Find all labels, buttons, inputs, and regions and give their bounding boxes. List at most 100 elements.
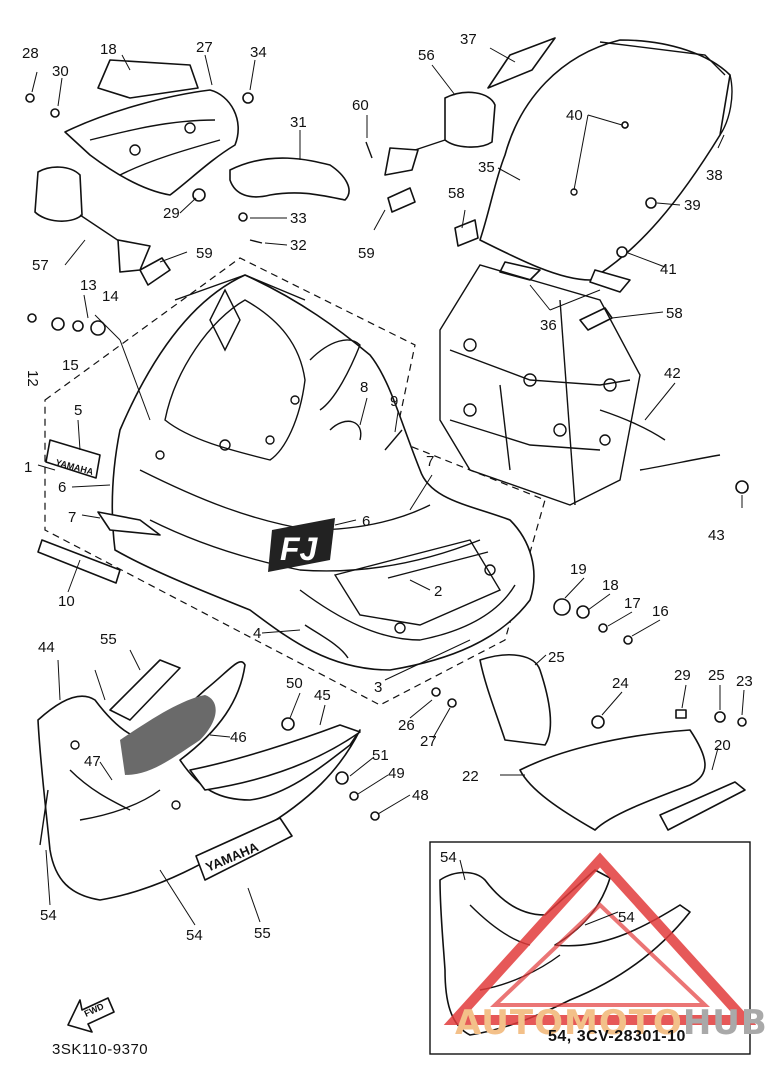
screw-9 [384, 429, 403, 451]
mirror-left [34, 166, 151, 273]
callout-13: 14 [102, 288, 119, 305]
watermark-triangle-inner [490, 902, 710, 1007]
duct-33 [229, 157, 350, 201]
panel-47 [189, 724, 361, 791]
callout-8: 8 [360, 379, 368, 396]
callout-55-top: 55 [100, 631, 117, 648]
callout-55-lower: 55 [254, 925, 271, 942]
callout-26: 26 [398, 717, 415, 734]
washer-32 [50, 108, 60, 118]
callout-56: 56 [418, 47, 435, 64]
inset-caption: 54, 3CV-28301-10 [548, 1028, 686, 1045]
nut-24 [714, 711, 726, 723]
screw-22 [737, 717, 747, 727]
callout-40: 38 [706, 167, 723, 184]
screw-42 [621, 121, 629, 129]
inner-panel-left [64, 89, 239, 196]
callout-16: 17 [624, 595, 641, 612]
screw-60 [365, 141, 373, 159]
callout-9: 9 [390, 393, 398, 410]
callout-14: 15 [62, 357, 79, 374]
strip-19 [659, 781, 746, 831]
callout-18: 19 [570, 561, 587, 578]
callout-42: 40 [566, 107, 583, 124]
callout-4: 4 [253, 625, 261, 642]
callout-6-left: 6 [58, 479, 66, 496]
callout-6-right: 6 [362, 513, 370, 530]
callout-45: 43 [708, 527, 725, 544]
callout-30: 28 [22, 45, 39, 62]
washer-35 [238, 212, 248, 222]
bracket-58-lower [579, 307, 613, 331]
callout-24: 25 [708, 667, 725, 684]
callout-19: 20 [714, 737, 731, 754]
screw-34 [249, 239, 263, 244]
trim-40 [719, 74, 733, 136]
screw-50 [370, 811, 380, 821]
callout-50: 48 [412, 787, 429, 804]
watermark-part3: HUB [682, 1003, 768, 1043]
callout-52: 50 [286, 675, 303, 692]
callout-32: 30 [52, 63, 69, 80]
sticker-39 [487, 37, 556, 89]
side-stripe [97, 511, 161, 536]
watermark: AUTOMOTOHUB [455, 1003, 775, 1043]
yamaha-decal-upper: YAMAHA [45, 439, 101, 479]
strip-38b [589, 269, 631, 293]
callout-53: 51 [372, 747, 389, 764]
callout-59-right: 59 [358, 245, 375, 262]
callout-48: 46 [230, 729, 247, 746]
callout-20: 18 [100, 41, 117, 58]
vent-cover-20 [97, 59, 199, 99]
nut-41 [645, 197, 657, 209]
screw-26 [431, 687, 441, 697]
callout-36: 34 [250, 44, 267, 61]
callout-46: 44 [38, 639, 55, 656]
watermark-triangle [443, 852, 757, 1025]
screw-11 [27, 313, 37, 323]
callout-23: 24 [612, 675, 629, 692]
leader-lines [31, 47, 745, 926]
callout-33: 31 [290, 114, 307, 131]
callout-59-left: 59 [196, 245, 213, 262]
nut-13 [90, 320, 106, 336]
callout-57: 57 [32, 257, 49, 274]
bracket-4 [304, 624, 349, 659]
callout-58-lower: 58 [666, 305, 683, 322]
callout-34: 32 [290, 237, 307, 254]
callout-27: 27 [420, 733, 437, 750]
callout-54-center: 54 [186, 927, 203, 944]
callout-51: 49 [388, 765, 405, 782]
upper-fairing [111, 274, 535, 671]
callout-7-left: 7 [68, 509, 76, 526]
washer-43 [616, 246, 628, 258]
callout-21: 22 [462, 768, 479, 785]
callout-22: 23 [736, 673, 753, 690]
side-cover-21 [519, 729, 706, 831]
callout-41: 39 [684, 197, 701, 214]
hook-8 [329, 420, 362, 441]
callout-37: 35 [478, 159, 495, 176]
grommet-53 [335, 771, 349, 785]
callout-39: 37 [460, 31, 477, 48]
callout-58-upper: 58 [448, 185, 465, 202]
strip-54-left [39, 789, 49, 846]
callout-11: 12 [24, 370, 41, 387]
fwd-arrow: FWD [67, 997, 115, 1033]
screw-15 [623, 635, 633, 645]
screw-30 [25, 93, 35, 103]
washer-12 [51, 317, 65, 331]
lower-cowling [37, 661, 361, 901]
callout-1: 1 [24, 459, 32, 476]
callout-12: 13 [80, 277, 97, 294]
gasket-59-right [387, 187, 416, 213]
gasket-59-left [139, 257, 171, 286]
assembly-boundary-upper-fairing [44, 257, 546, 706]
grommet-36 [242, 92, 254, 104]
washer-27 [447, 698, 457, 708]
decal-55-top [109, 659, 181, 721]
clip-28 [675, 709, 687, 719]
grommet-18 [553, 598, 571, 616]
callout-7-right: 7 [426, 453, 434, 470]
callout-2: 2 [434, 583, 442, 600]
